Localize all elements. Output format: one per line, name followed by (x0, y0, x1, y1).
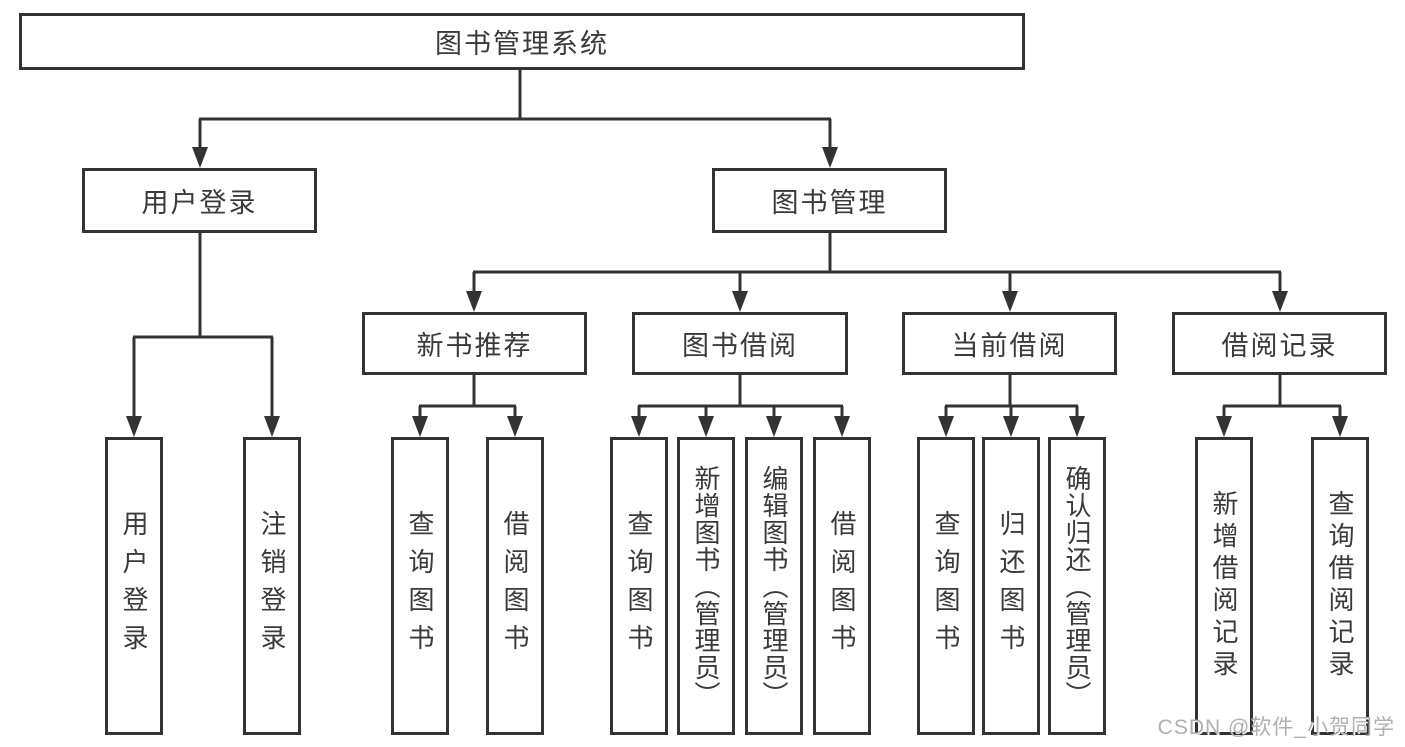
connector-current-to-children (944, 375, 1079, 420)
csdn-watermark: CSDN @软件_小贺同学 (1157, 716, 1395, 739)
node-current-return-books: 归还图书 (982, 437, 1040, 735)
node-current-confirm-return-admin: 确认归还（管理员） (1048, 437, 1106, 735)
node-newbook-borrow-books: 借阅图书 (486, 437, 544, 735)
connector-root-to-level2 (198, 70, 832, 150)
node-new-book-recommend: 新书推荐 (362, 312, 587, 375)
node-records-query: 查询借阅记录 (1311, 437, 1369, 735)
node-logout-login: 注销登录 (243, 437, 301, 735)
node-borrow-borrow-books: 借阅图书 (813, 437, 871, 735)
connector-mgmt-to-level3 (472, 233, 1282, 295)
connector-records-to-children (1222, 375, 1342, 420)
node-user-login-group: 用户登录 (82, 168, 317, 233)
node-current-borrow: 当前借阅 (902, 312, 1117, 375)
connector-newbook-to-children (418, 375, 517, 420)
node-borrow-query-books: 查询图书 (610, 437, 668, 735)
node-book-borrow: 图书借阅 (632, 312, 848, 375)
node-records-add: 新增借阅记录 (1195, 437, 1253, 735)
node-borrow-add-books-admin: 新增图书（管理员） (677, 437, 735, 735)
node-user-login: 用户登录 (105, 437, 163, 735)
node-book-management: 图书管理 (712, 168, 947, 233)
node-borrow-records: 借阅记录 (1172, 312, 1387, 375)
connector-login-to-children (132, 233, 274, 420)
connector-borrow-to-children (637, 375, 844, 420)
node-root: 图书管理系统 (19, 13, 1025, 70)
node-newbook-query-books: 查询图书 (391, 437, 449, 735)
node-current-query-books: 查询图书 (917, 437, 975, 735)
node-borrow-edit-books-admin: 编辑图书（管理员） (745, 437, 803, 735)
